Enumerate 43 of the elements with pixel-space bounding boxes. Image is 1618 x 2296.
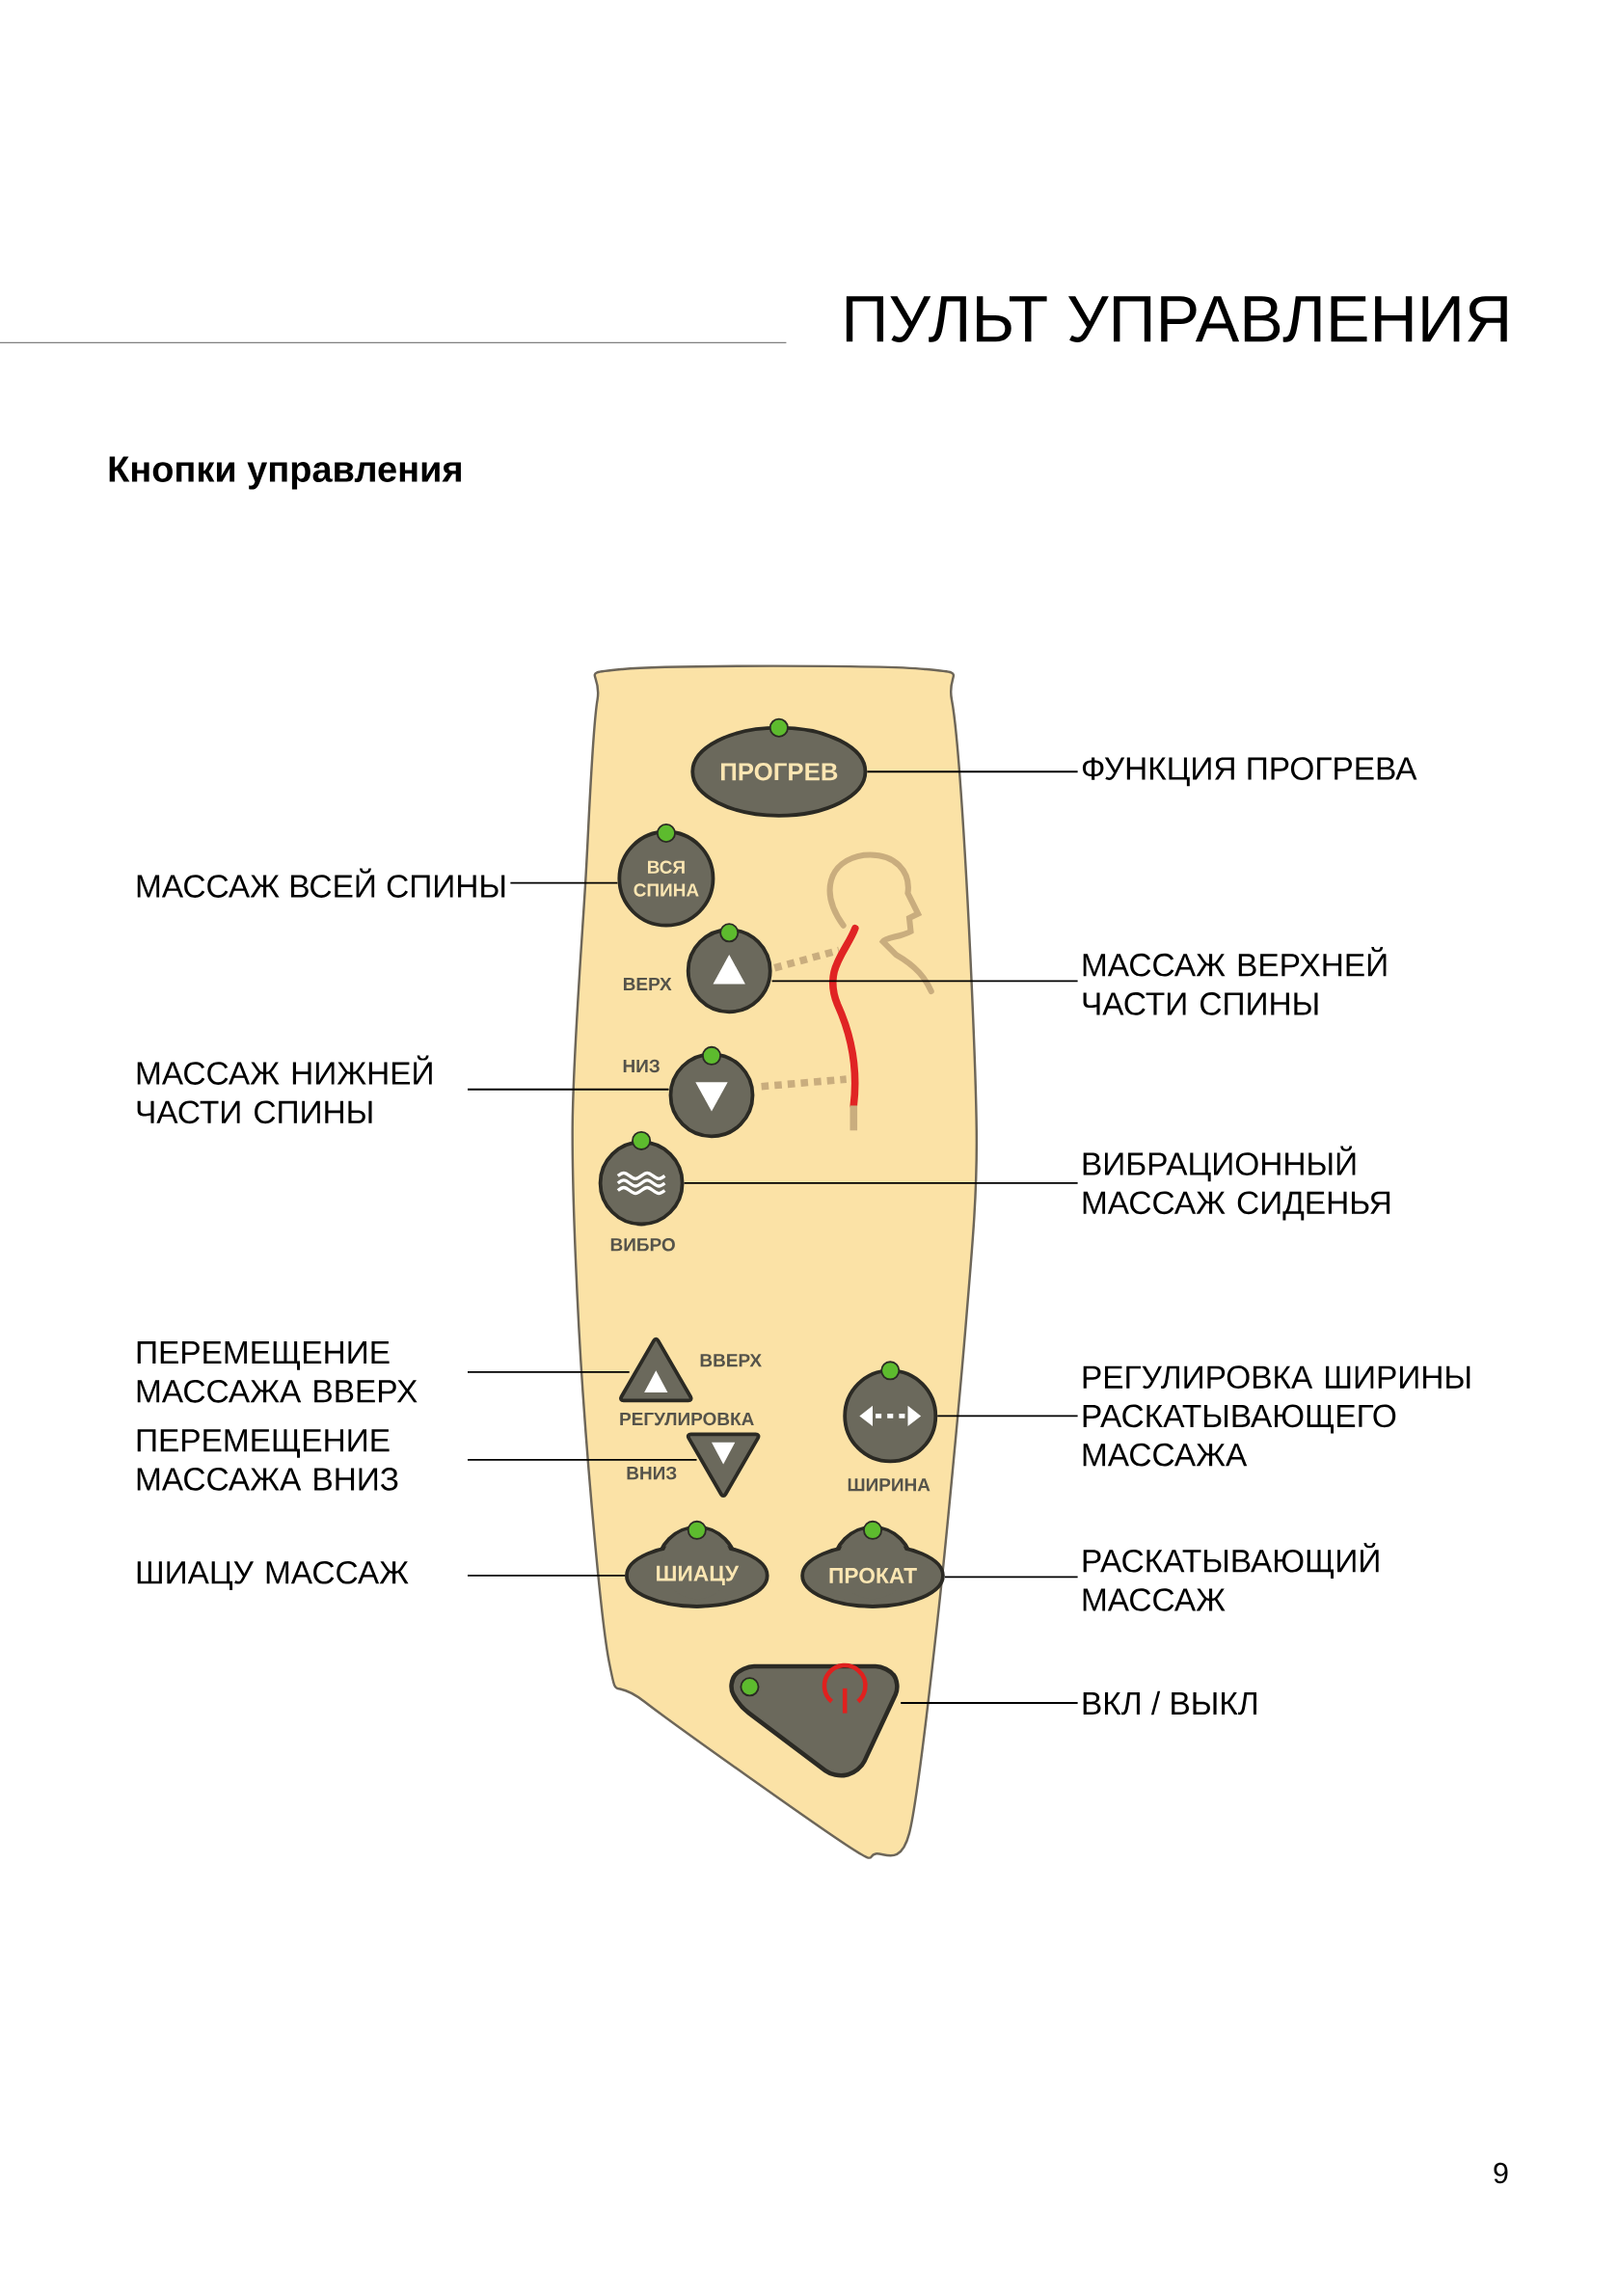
- round-button: ВСЯ СПИНА: [617, 824, 715, 928]
- button-caption: ВИБРО: [610, 1238, 675, 1252]
- leader-line: [683, 1182, 1079, 1184]
- round-button: ШИАЦУ: [625, 1520, 769, 1608]
- leader-line: [467, 1459, 698, 1461]
- round-button: ПРОКАТ: [800, 1520, 945, 1608]
- leader-line: [509, 881, 619, 884]
- button-caption: ШИРИНА: [848, 1478, 930, 1492]
- leader-line: [467, 1370, 631, 1373]
- callout-text: РАСКАТЫВАЮЩИЙ МАССАЖ: [1083, 1543, 1379, 1611]
- callout-text: ПЕРЕМЕЩЕНИЕ МАССАЖА ВВЕРХ: [137, 1341, 418, 1403]
- power-button: [729, 1662, 900, 1778]
- callout-text: МАССАЖ НИЖНЕЙ ЧАСТИ СПИНЫ: [137, 1055, 432, 1124]
- leader-line: [467, 1575, 626, 1577]
- round-button: [843, 1361, 938, 1464]
- callout-text: РЕГУЛИРОВКА ШИРИНЫ РАСКАТЫВАЮЩЕГО МАССАЖА: [1083, 1365, 1470, 1467]
- leader-line: [943, 1576, 1079, 1579]
- triangle-button: [619, 1337, 693, 1403]
- callout-text: ВКЛ / ВЫКЛ: [1083, 1690, 1256, 1715]
- leader-line: [866, 770, 1079, 773]
- callout-text: ВИБРАЦИОННЫЙ МАССАЖ СИДЕНЬЯ: [1083, 1146, 1390, 1221]
- leader-line: [900, 1702, 1079, 1704]
- callout-text: МАССАЖ ВСЕЙ СПИНЫ: [137, 868, 505, 898]
- page-number: 9: [1494, 2162, 1508, 2184]
- callout-text: ШИАЦУ МАССАЖ: [137, 1560, 409, 1590]
- leader-line: [936, 1415, 1079, 1418]
- leader-line: [467, 1088, 670, 1091]
- page-title: ПУЛЬТ УПРАВЛЕНИЯ: [846, 296, 1507, 342]
- triangle-button: [686, 1432, 761, 1499]
- callout-text: ФУНКЦИЯ ПРОГРЕВА: [1082, 757, 1417, 787]
- button-caption: НИЗ: [623, 1059, 660, 1073]
- button-caption: РЕГУЛИРОВКА: [620, 1412, 754, 1426]
- leader-line: [770, 980, 1079, 983]
- button-caption: ВНИЗ: [627, 1466, 677, 1480]
- round-button: [686, 923, 772, 1014]
- callout-text: МАССАЖ ВЕРХНЕЙ ЧАСТИ СПИНЫ: [1083, 947, 1387, 1015]
- button-caption: ВЕРХ: [624, 977, 672, 990]
- round-button: [598, 1130, 685, 1227]
- callout-text: ПЕРЕМЕЩЕНИЕ МАССАЖА ВНИЗ: [137, 1429, 398, 1491]
- section-heading: Кнопки управления: [109, 456, 461, 490]
- oval-button: ПРОГРЕВ: [690, 717, 868, 818]
- button-caption: ВВЕРХ: [700, 1354, 762, 1367]
- round-button: [668, 1045, 755, 1139]
